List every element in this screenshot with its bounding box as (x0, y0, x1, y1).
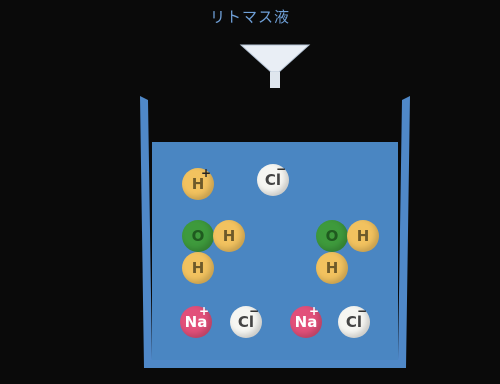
water-left-oxygen: O (182, 220, 214, 252)
water-right-hydrogen-1: H (347, 220, 379, 252)
water-left-hydrogen-1: H (213, 220, 245, 252)
sodium-ion-left: Na+ (180, 306, 212, 338)
sodium-ion-right: Na+ (290, 306, 322, 338)
chloride-ion-top: Cl− (257, 164, 289, 196)
water-right-hydrogen-2: H (316, 252, 348, 284)
hydrogen-ion-top: H+ (182, 168, 214, 200)
water-right-oxygen: O (316, 220, 348, 252)
funnel-icon (241, 45, 309, 88)
water-left-hydrogen-2: H (182, 252, 214, 284)
chloride-ion-bottom-left: Cl− (230, 306, 262, 338)
chloride-ion-bottom-right: Cl− (338, 306, 370, 338)
